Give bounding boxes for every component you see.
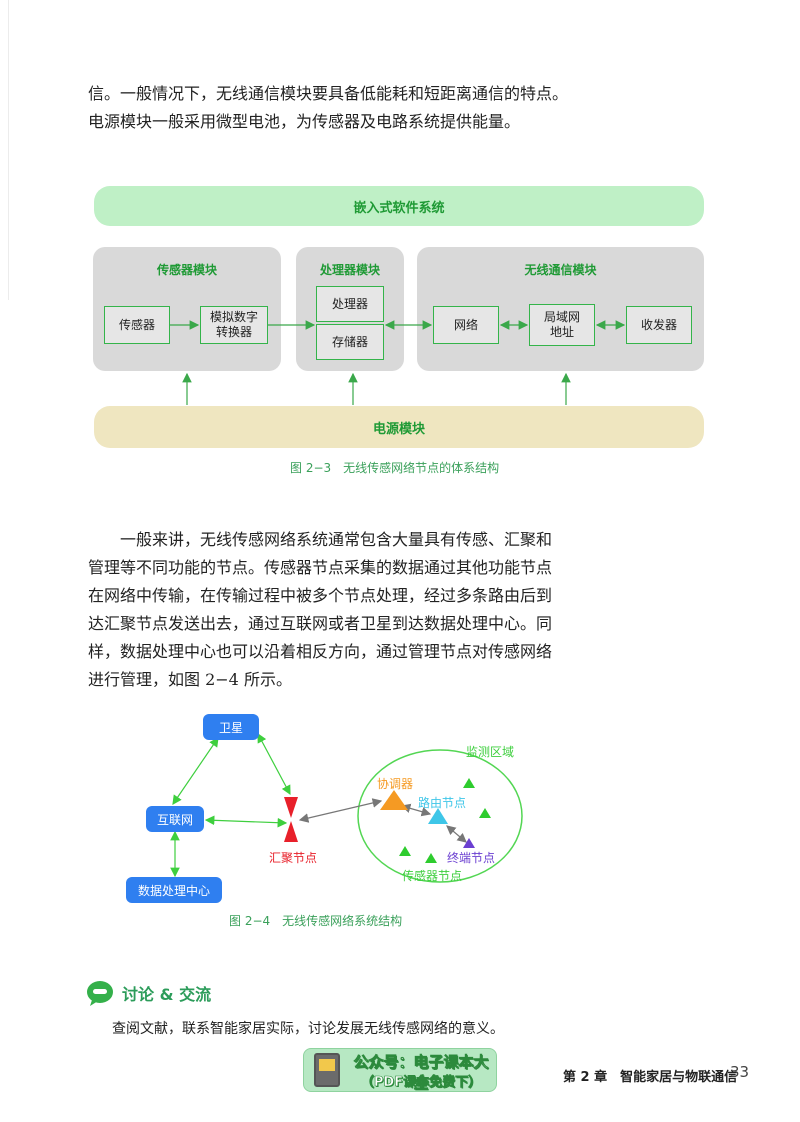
coordinator-label: 协调器 <box>377 777 414 791</box>
sensor-node-2 <box>479 808 491 818</box>
sink-node-label: 汇聚节点 <box>269 851 318 865</box>
discussion-header: 讨论 & 交流 <box>86 980 211 1006</box>
intro-line-1: 信。一般情况下，无线通信模块要具备低能耗和短距离通信的特点。 <box>88 84 569 103</box>
footer-chapter: 第 2 章 智能家居与物联通信 <box>563 1070 738 1085</box>
processor-module-title: 处理器模块 <box>319 263 380 277</box>
speech-bubble-icon <box>87 981 113 1006</box>
link-satellite-sink <box>257 732 291 796</box>
satellite-node: 卫星 <box>203 714 259 740</box>
figure1-caption: 图 2−3 无线传感网络节点的体系结构 <box>290 461 500 475</box>
link-router-terminal <box>446 825 467 843</box>
terminal-label: 终端节点 <box>447 851 496 865</box>
body-line-2: 管理等不同功能的节点。传感器节点采集的数据通过其他功能节点 <box>88 558 553 577</box>
monitoring-region-label: 监测区域 <box>466 745 515 759</box>
discussion-text: 查阅文献，联系智能家居实际，讨论发展无线传感网络的意义。 <box>112 1021 504 1037</box>
transceiver-box: 收发器 <box>626 306 692 344</box>
body-line-5: 样，数据处理中心也可以沿着相反方向，通过管理节点对传感网络 <box>88 642 553 661</box>
memory-box: 存储器 <box>316 324 384 360</box>
sink-node-bottom-triangle <box>284 821 298 842</box>
link-sink-coordinator <box>298 798 383 823</box>
coordinator-triangle <box>380 790 408 810</box>
data-center-node: 数据处理中心 <box>126 877 222 903</box>
badge-line-1: 公众号：电子课本大全 <box>353 1053 489 1093</box>
network-box: 网络 <box>433 306 499 344</box>
page-number: 33 <box>730 1063 750 1081</box>
sensor-node-4 <box>425 853 437 863</box>
internet-node: 互联网 <box>146 806 204 832</box>
link-coordinator-router <box>400 803 432 817</box>
sink-node-top-triangle <box>284 797 298 818</box>
wechat-badge: 公众号：电子课本大全 （PDF课本免费下） <box>303 1048 497 1092</box>
sensor-nodes-label: 传感器节点 <box>402 869 463 883</box>
power-module-band: 电源模块 <box>94 406 704 448</box>
figure2-graphics <box>170 732 523 883</box>
intro-paragraph: 信。一般情况下，无线通信模块要具备低能耗和短距离通信的特点。 电源模块一般采用微… <box>88 80 568 136</box>
book-icon <box>314 1053 340 1087</box>
figure2-caption: 图 2−4 无线传感网络系统结构 <box>229 914 403 928</box>
intro-line-2: 电源模块一般采用微型电池，为传感器及电路系统提供能量。 <box>88 112 521 131</box>
link-internet-sink <box>204 815 288 828</box>
sensor-node-3 <box>399 846 411 856</box>
terminal-triangle <box>463 838 475 848</box>
figure1-connectors <box>170 320 626 405</box>
body-line-4: 达汇聚节点发送出去，通过互联网或者卫星到达数据处理中心。同 <box>88 614 553 633</box>
sensor-node-1 <box>463 778 475 788</box>
router-triangle <box>428 808 448 824</box>
link-satellite-internet <box>172 737 219 805</box>
badge-line-2: （PDF课本免费下） <box>360 1075 482 1091</box>
lan-address-box: 局域网 地址 <box>529 304 595 346</box>
sensor-module-title: 传感器模块 <box>156 263 217 277</box>
router-label: 路由节点 <box>418 796 467 810</box>
body-line-1: 一般来讲，无线传感网络系统通常包含大量具有传感、汇聚和 <box>120 530 553 549</box>
sensor-box: 传感器 <box>104 306 170 344</box>
body-line-3: 在网络中传输，在传输过程中被多个节点处理，经过多条路由后到 <box>88 586 553 605</box>
discussion-title: 讨论 & 交流 <box>122 985 212 1004</box>
body-line-6: 进行管理，如图 2−4 所示。 <box>88 670 292 689</box>
body-paragraph: 一般来讲，无线传感网络系统通常包含大量具有传感、汇聚和 管理等不同功能的节点。传… <box>88 526 568 694</box>
wireless-module-title: 无线通信模块 <box>524 263 597 277</box>
adc-box: 模拟数字 转换器 <box>200 306 268 344</box>
page-edge-line <box>8 0 9 300</box>
embedded-software-band: 嵌入式软件系统 <box>94 186 704 226</box>
processor-box: 处理器 <box>316 286 384 322</box>
